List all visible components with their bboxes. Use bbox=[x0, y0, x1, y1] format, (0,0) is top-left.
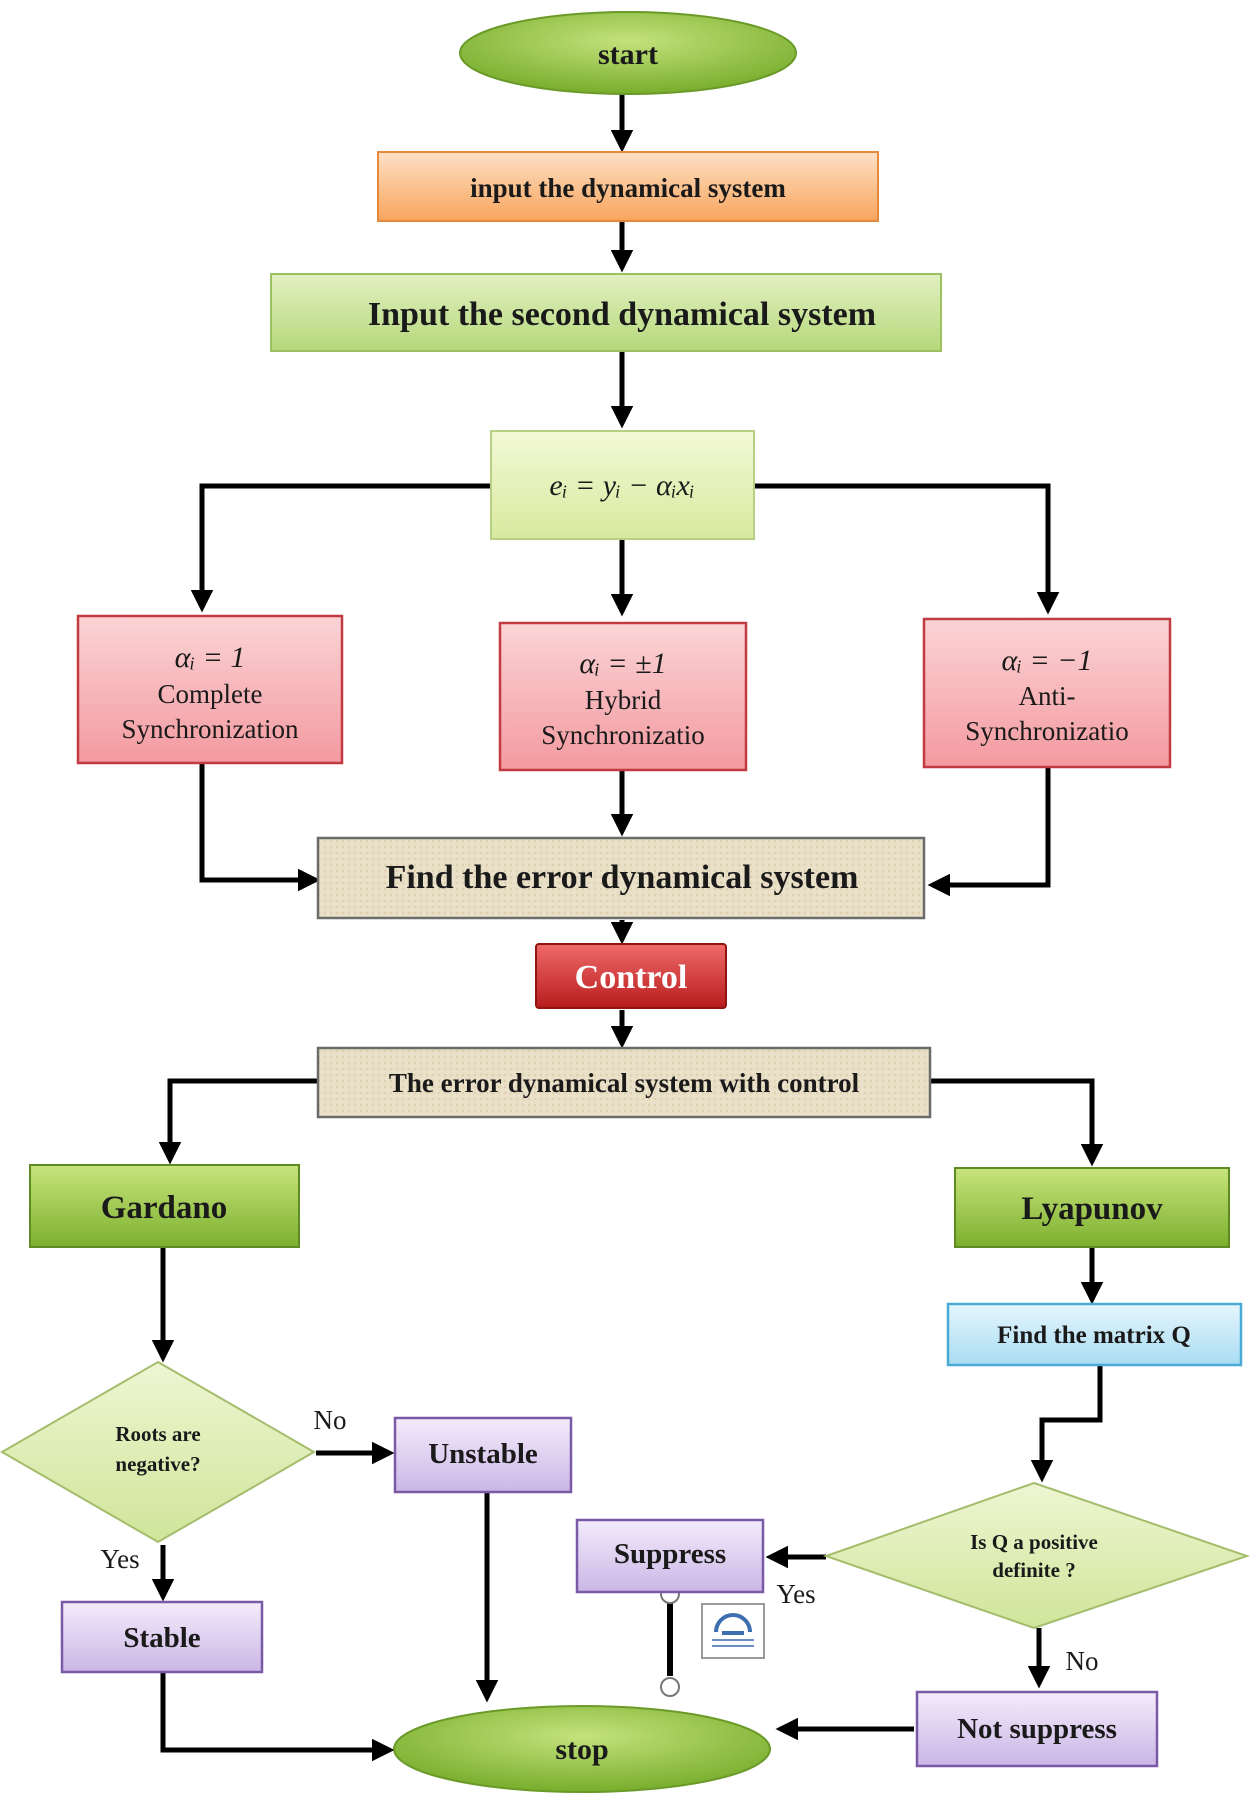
roots-yes-label: Yes bbox=[100, 1544, 139, 1574]
error-system-with-control-label: The error dynamical system with control bbox=[389, 1068, 860, 1098]
gardano-box: Gardano bbox=[29, 1164, 300, 1248]
control-box: Control bbox=[535, 943, 727, 1009]
layout-options-icon[interactable] bbox=[701, 1603, 765, 1659]
lyapunov-box: Lyapunov bbox=[954, 1167, 1230, 1248]
q-yes-label: Yes bbox=[776, 1579, 815, 1609]
arrow-error-def-to-anti bbox=[754, 483, 1060, 615]
complete-sync-line1: Complete bbox=[158, 679, 263, 709]
suppress-box: Suppress bbox=[575, 1518, 765, 1594]
not-suppress-box: Not suppress bbox=[915, 1690, 1159, 1768]
anti-sync-formula: αᵢ = −1 bbox=[1002, 644, 1093, 677]
find-error-system-box: Find the error dynamical system bbox=[316, 836, 926, 920]
find-matrix-q-label: Find the matrix Q bbox=[997, 1322, 1191, 1349]
error-definition-box: eᵢ = yᵢ − αᵢxᵢ bbox=[490, 430, 755, 540]
complete-sync-box: αᵢ = 1 Complete Synchronization bbox=[76, 614, 344, 765]
q-no-label: No bbox=[1066, 1646, 1099, 1676]
control-label: Control bbox=[575, 959, 688, 996]
find-error-system-label: Find the error dynamical system bbox=[386, 859, 859, 896]
hybrid-sync-formula: αᵢ = ±1 bbox=[579, 647, 666, 680]
not-suppress-label: Not suppress bbox=[957, 1713, 1117, 1745]
hybrid-sync-box: αᵢ = ±1 Hybrid Synchronizatio bbox=[498, 621, 748, 772]
arrow-error-control-to-gardano bbox=[158, 1078, 318, 1165]
stop-label: stop bbox=[555, 1733, 608, 1766]
anti-sync-line1: Anti- bbox=[1019, 681, 1076, 711]
arrow-complete-to-find-error bbox=[199, 764, 321, 892]
roots-no-label: No bbox=[314, 1405, 347, 1435]
stable-label: Stable bbox=[123, 1622, 200, 1654]
suppress-to-stop-connector bbox=[660, 1584, 765, 1697]
hybrid-sync-line1: Hybrid bbox=[585, 685, 662, 715]
complete-sync-formula: αᵢ = 1 bbox=[175, 641, 246, 674]
q-positive-line2: definite ? bbox=[992, 1558, 1075, 1582]
arrow-stable-to-stop bbox=[160, 1672, 395, 1762]
complete-sync-line2: Synchronization bbox=[122, 714, 299, 744]
stop-node: stop bbox=[393, 1705, 771, 1793]
connector-handle[interactable] bbox=[660, 1677, 680, 1697]
connectors bbox=[151, 92, 1104, 1762]
arrow-anti-to-find-error bbox=[927, 768, 1051, 897]
input-first-system-box: input the dynamical system bbox=[377, 151, 879, 222]
stable-box: Stable bbox=[60, 1600, 264, 1674]
anti-sync-line2: Synchronizatio bbox=[965, 716, 1128, 746]
arrow-error-def-to-complete bbox=[190, 483, 491, 613]
anti-sync-box: αᵢ = −1 Anti- Synchronizatio bbox=[922, 617, 1172, 769]
error-definition-formula: eᵢ = yᵢ − αᵢxᵢ bbox=[549, 469, 694, 502]
hybrid-sync-line2: Synchronizatio bbox=[541, 720, 704, 750]
start-node: start bbox=[459, 11, 797, 95]
roots-negative-decision: Roots are negative? bbox=[0, 1360, 317, 1544]
input-second-system-box: Input the second dynamical system bbox=[270, 273, 942, 352]
input-second-system-label: Input the second dynamical system bbox=[368, 296, 876, 333]
input-first-system-label: input the dynamical system bbox=[470, 173, 786, 203]
roots-negative-line1: Roots are bbox=[115, 1422, 200, 1446]
q-positive-line1: Is Q a positive bbox=[970, 1530, 1098, 1554]
unstable-box: Unstable bbox=[393, 1416, 573, 1494]
arrow-error-control-to-lyapunov bbox=[930, 1078, 1104, 1167]
suppress-label: Suppress bbox=[614, 1538, 726, 1570]
roots-negative-line2: negative? bbox=[115, 1452, 200, 1476]
unstable-label: Unstable bbox=[428, 1438, 538, 1470]
start-label: start bbox=[598, 38, 658, 71]
gardano-label: Gardano bbox=[101, 1190, 228, 1226]
q-positive-definite-decision: Is Q a positive definite ? bbox=[822, 1481, 1250, 1630]
find-matrix-q-box: Find the matrix Q bbox=[946, 1302, 1243, 1367]
error-system-with-control-box: The error dynamical system with control bbox=[316, 1046, 932, 1119]
lyapunov-label: Lyapunov bbox=[1021, 1191, 1163, 1227]
arrow-find-q-to-is-q bbox=[1030, 1365, 1103, 1483]
